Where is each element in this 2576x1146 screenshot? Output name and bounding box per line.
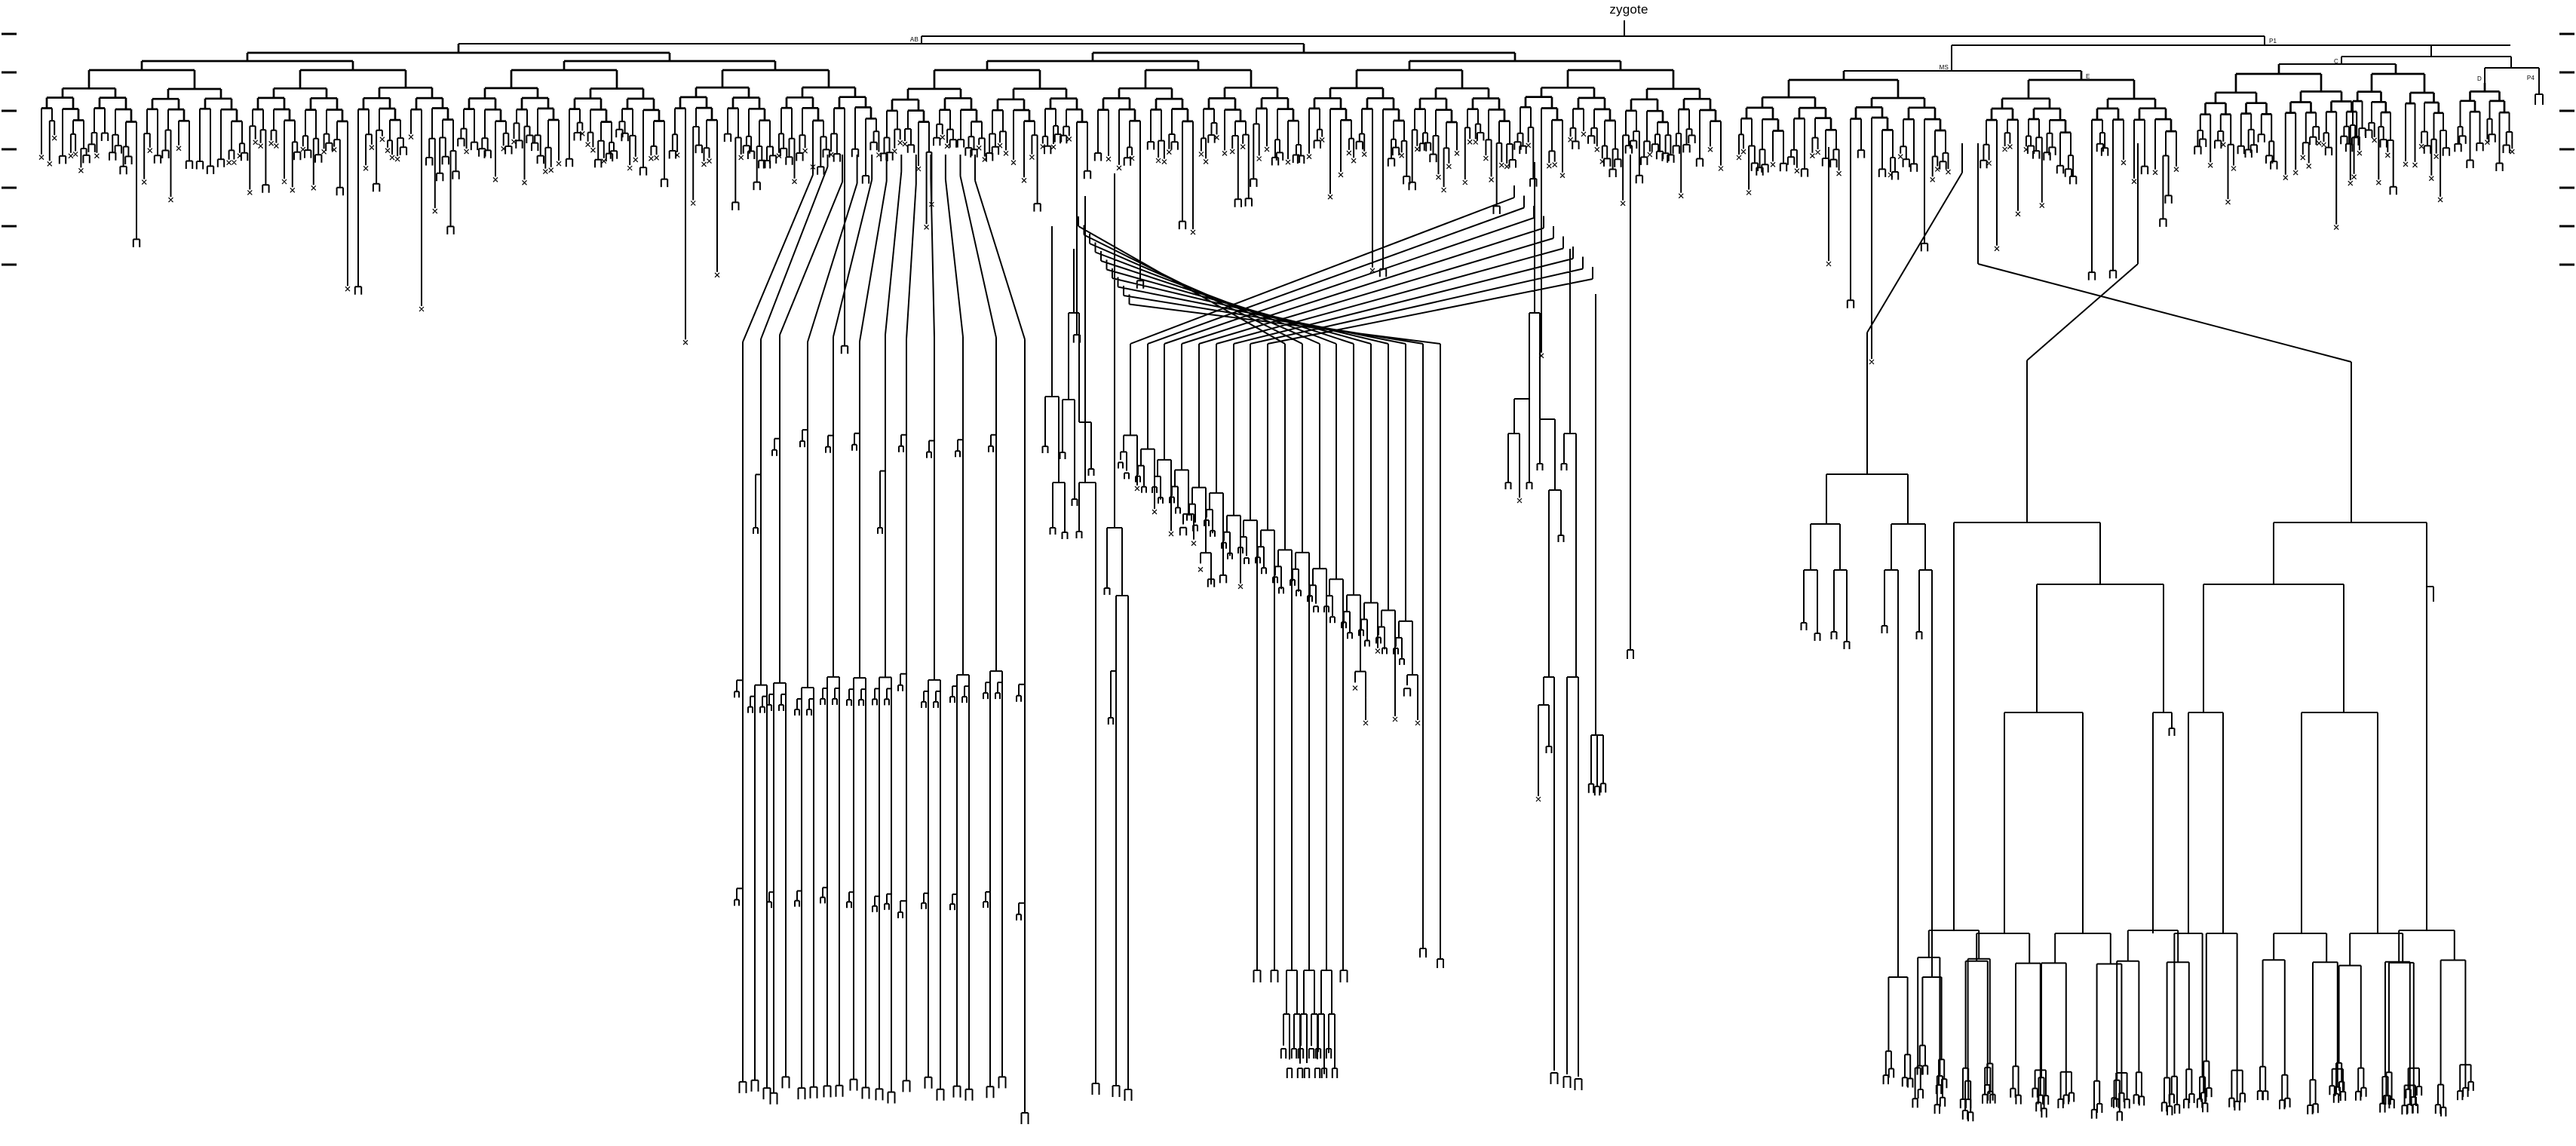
svg-text:P1: P1 — [2269, 38, 2277, 44]
svg-text:MS: MS — [1940, 64, 1949, 71]
svg-text:D: D — [2477, 75, 2482, 82]
svg-text:C: C — [2334, 58, 2338, 65]
svg-text:zygote: zygote — [1609, 2, 1648, 17]
svg-text:P4: P4 — [2527, 75, 2535, 81]
svg-text:AB: AB — [910, 36, 918, 43]
svg-text:E: E — [2086, 73, 2090, 80]
